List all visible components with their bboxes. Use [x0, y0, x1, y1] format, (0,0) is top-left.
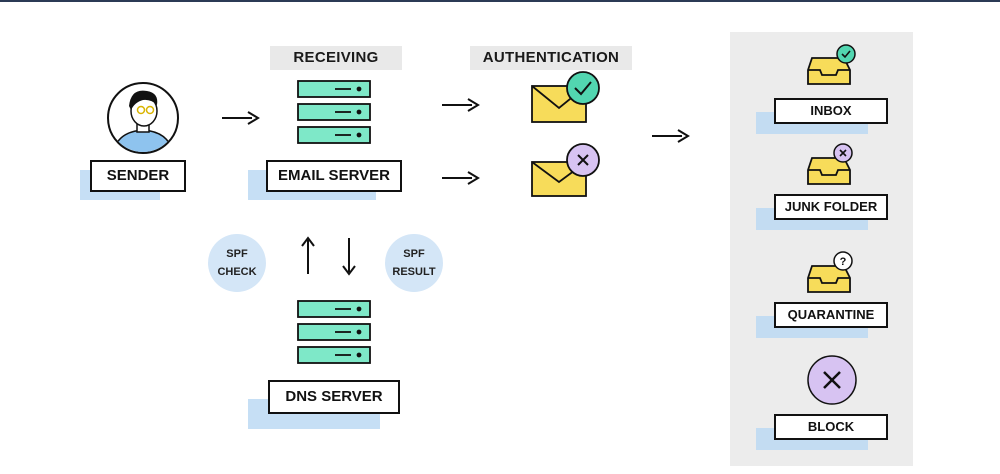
arrow-up-icon — [301, 236, 315, 274]
spf-check-badge: SPF CHECK — [208, 234, 266, 292]
tray-x-icon — [807, 143, 853, 185]
email-server-icon — [297, 80, 371, 144]
envelope-x-icon — [531, 143, 600, 197]
arrow-right-icon — [442, 171, 480, 185]
spf-result-badge: SPF RESULT — [385, 234, 443, 292]
dns-server-label: DNS SERVER — [268, 380, 400, 414]
sender-label: SENDER — [90, 160, 186, 192]
spf-result-line1: SPF — [403, 248, 425, 260]
tray-check-icon — [807, 44, 856, 85]
receiving-header: RECEIVING — [270, 46, 402, 70]
email-server-label: EMAIL SERVER — [266, 160, 402, 192]
arrow-right-icon — [652, 129, 690, 143]
spf-check-line1: SPF — [226, 248, 248, 260]
svg-text:?: ? — [840, 256, 847, 268]
person-avatar-icon — [107, 82, 179, 154]
junk-folder-label: JUNK FOLDER — [774, 194, 888, 220]
dns-server-icon — [297, 300, 371, 364]
block-label: BLOCK — [774, 414, 888, 440]
spf-result-line2: RESULT — [392, 266, 436, 278]
envelope-check-icon — [531, 71, 600, 123]
authentication-header: AUTHENTICATION — [470, 46, 632, 70]
arrow-right-icon — [222, 111, 260, 125]
spf-check-line2: CHECK — [217, 266, 257, 278]
arrow-right-icon — [442, 98, 480, 112]
x-circle-icon — [807, 355, 857, 405]
arrow-down-icon — [342, 238, 356, 276]
tray-question-icon: ? — [807, 251, 853, 293]
quarantine-label: QUARANTINE — [774, 302, 888, 328]
inbox-label: INBOX — [774, 98, 888, 124]
